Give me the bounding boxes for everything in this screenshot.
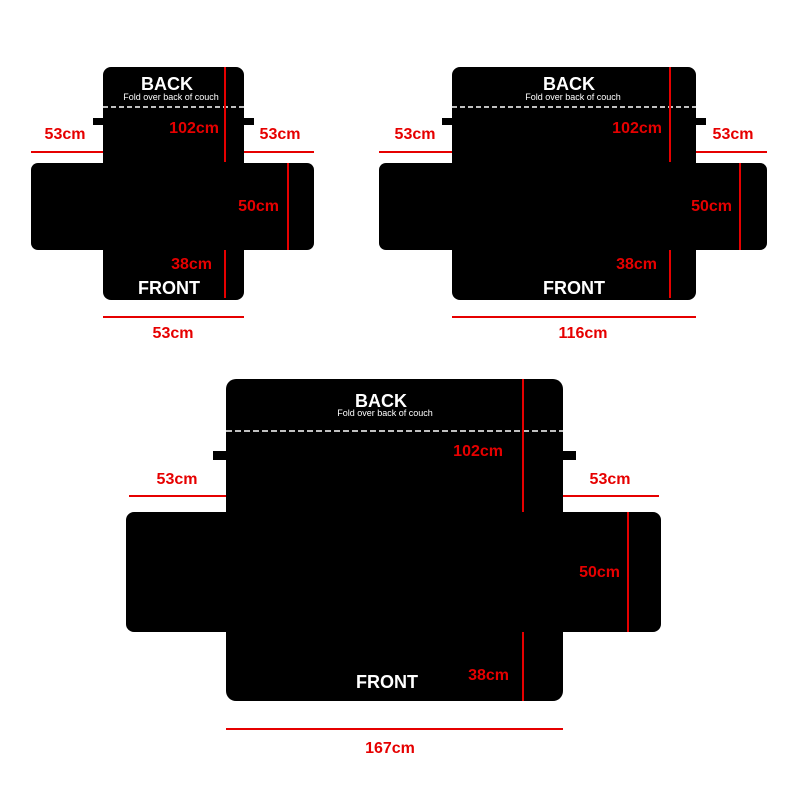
left-arm-width-label: 53cm — [394, 126, 436, 143]
front-label: FRONT — [543, 278, 605, 298]
left-strap — [93, 118, 105, 125]
right-strap — [694, 118, 706, 125]
fold-note: Fold over back of couch — [337, 408, 433, 418]
back-label: BACK — [141, 74, 193, 94]
arm-panel — [126, 512, 661, 632]
arm-height-label: 50cm — [238, 198, 279, 215]
back-height-label: 102cm — [453, 443, 503, 460]
front-label: FRONT — [138, 278, 200, 298]
right-strap — [561, 451, 576, 460]
front-height-label: 38cm — [171, 256, 212, 273]
left-arm-width-label: 53cm — [156, 471, 198, 488]
seat-width-label: 116cm — [558, 325, 608, 342]
back-label: BACK — [355, 391, 407, 411]
right-strap — [242, 118, 254, 125]
arm-panel — [379, 163, 767, 250]
arm-panel — [31, 163, 314, 250]
back-height-label: 102cm — [612, 120, 662, 137]
back-height-label: 102cm — [169, 120, 219, 137]
fold-note: Fold over back of couch — [525, 92, 621, 102]
left-strap — [442, 118, 454, 125]
right-arm-width-label: 53cm — [259, 126, 301, 143]
right-arm-width-label: 53cm — [712, 126, 754, 143]
arm-height-label: 50cm — [691, 198, 732, 215]
right-arm-width-label: 53cm — [589, 471, 631, 488]
front-height-label: 38cm — [616, 256, 657, 273]
seat-width-label: 167cm — [365, 740, 415, 757]
front-label: FRONT — [356, 672, 418, 692]
left-strap — [213, 451, 228, 460]
arm-height-label: 50cm — [579, 564, 620, 581]
back-label: BACK — [543, 74, 595, 94]
left-arm-width-label: 53cm — [44, 126, 86, 143]
front-height-label: 38cm — [468, 667, 509, 684]
seat-width-label: 53cm — [152, 325, 194, 342]
fold-note: Fold over back of couch — [123, 92, 219, 102]
